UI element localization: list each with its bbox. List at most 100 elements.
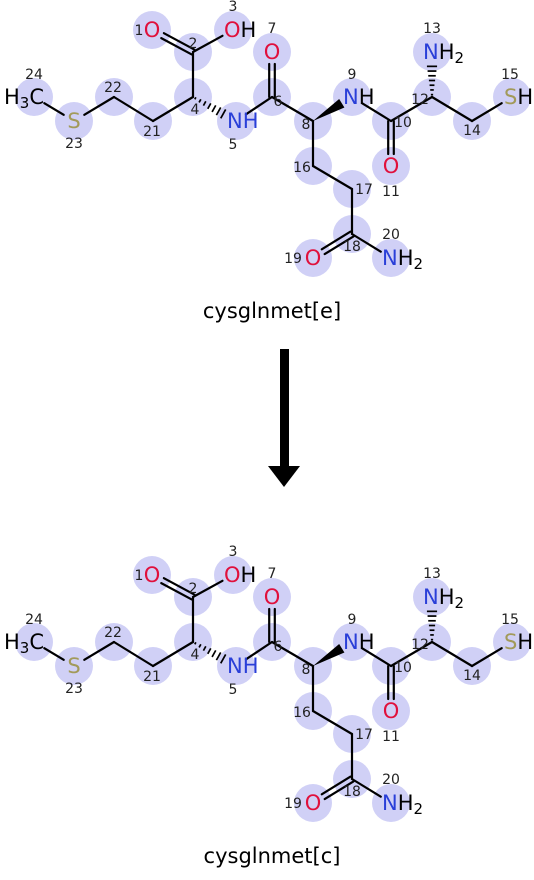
bonds xyxy=(43,32,503,256)
atom-number-12: 12 xyxy=(411,92,429,108)
bond-12-14 xyxy=(430,95,474,123)
atom-symbol-23: S xyxy=(67,109,80,133)
arrow-shaft xyxy=(280,349,289,467)
atom-symbol-11: O xyxy=(383,699,400,723)
bond-8-9 xyxy=(313,644,345,666)
atom-symbol-7: O xyxy=(264,40,281,64)
atom-number-17: 17 xyxy=(355,727,373,743)
down-arrow-icon xyxy=(268,349,300,487)
arrow-head xyxy=(268,466,300,487)
atom-symbol-24: H3C xyxy=(4,85,44,112)
atom-number-3: 3 xyxy=(229,544,238,560)
bond-10-12 xyxy=(389,95,434,123)
atom-highlight-3 xyxy=(214,556,252,594)
bond-16-17 xyxy=(311,164,354,191)
bond-22-23 xyxy=(83,640,116,661)
bond-2-1 xyxy=(160,577,196,601)
atom-highlight-15 xyxy=(493,623,531,661)
bond-10-12 xyxy=(389,640,434,668)
atom-highlight-15 xyxy=(493,78,531,116)
atom-symbol-20: NH2 xyxy=(382,791,423,818)
atom-symbol-5: NH xyxy=(227,654,259,678)
atom-number-6: 6 xyxy=(274,639,283,655)
bonds xyxy=(43,577,503,801)
bond-2-1 xyxy=(160,32,196,56)
atom-number-11: 11 xyxy=(382,184,400,200)
atom-number-4: 4 xyxy=(191,647,200,663)
atom-number-24: 24 xyxy=(25,67,43,83)
bond-10-11 xyxy=(387,119,395,156)
atom-number-15: 15 xyxy=(501,612,519,628)
bond-5-6 xyxy=(244,95,274,116)
bond-4-21 xyxy=(151,95,195,123)
bond-22-23 xyxy=(83,95,116,116)
atom-number-1: 1 xyxy=(135,23,144,39)
atom-number-19: 19 xyxy=(284,251,302,267)
bond-18-20 xyxy=(350,777,382,798)
atom-number-5: 5 xyxy=(229,137,238,153)
atom-highlight-11 xyxy=(372,692,410,730)
atom-number-9: 9 xyxy=(348,612,357,628)
atom-number-14: 14 xyxy=(463,668,481,684)
atom-number-18: 18 xyxy=(343,784,361,800)
atom-number-6: 6 xyxy=(274,94,283,110)
bond-5-6 xyxy=(244,640,274,661)
bond-18-19 xyxy=(320,775,355,801)
atom-highlight-23 xyxy=(55,647,93,685)
atom-symbol-11: O xyxy=(383,154,400,178)
atom-number-16: 16 xyxy=(293,705,311,721)
atom-highlight-13 xyxy=(413,578,451,616)
atom-symbol-20: NH2 xyxy=(382,246,423,273)
bond-12-13 xyxy=(426,65,438,96)
atom-symbol-1: O xyxy=(144,18,161,42)
atom-number-7: 7 xyxy=(268,21,277,37)
atom-number-12: 12 xyxy=(411,637,429,653)
atom-symbol-7: O xyxy=(264,585,281,609)
atom-highlight-23 xyxy=(55,102,93,140)
atom-number-21: 21 xyxy=(143,669,161,685)
atom-number-13: 13 xyxy=(423,21,441,37)
atom-highlight-5 xyxy=(217,102,255,140)
atom-highlight-11 xyxy=(372,147,410,185)
bond-12-14 xyxy=(430,640,474,668)
atom-highlight-7 xyxy=(253,578,291,616)
atom-number-13: 13 xyxy=(423,566,441,582)
bond-4-21 xyxy=(151,640,195,668)
atom-number-19: 19 xyxy=(284,796,302,812)
atom-number-22: 22 xyxy=(104,80,122,96)
atom-number-23: 23 xyxy=(65,136,83,152)
atom-number-14: 14 xyxy=(463,123,481,139)
atom-number-5: 5 xyxy=(229,682,238,698)
bond-12-13 xyxy=(426,610,438,641)
atom-highlight-7 xyxy=(253,33,291,71)
bond-9-10 xyxy=(361,647,393,668)
atom-number-15: 15 xyxy=(501,67,519,83)
bond-9-10 xyxy=(361,102,393,123)
atom-symbol-3: OH xyxy=(224,18,256,42)
atom-number-2: 2 xyxy=(189,581,198,597)
atom-number-10: 10 xyxy=(394,115,412,131)
atom-highlight-24 xyxy=(15,623,53,661)
bond-6-8 xyxy=(270,640,315,668)
atom-number-20: 20 xyxy=(382,227,400,243)
atom-number-11: 11 xyxy=(382,729,400,745)
molecule-caption: cysglnmet[c] xyxy=(204,844,341,868)
atom-number-22: 22 xyxy=(104,625,122,641)
atom-symbol-24: H3C xyxy=(4,630,44,657)
atom-number-3: 3 xyxy=(229,0,238,15)
atom-number-16: 16 xyxy=(293,160,311,176)
atom-symbol-15: SH xyxy=(504,85,533,109)
atom-symbol-19: O xyxy=(305,791,322,815)
atom-symbol-5: NH xyxy=(227,109,259,133)
atom-number-21: 21 xyxy=(143,124,161,140)
atom-highlight-20 xyxy=(372,239,410,277)
atom-number-23: 23 xyxy=(65,681,83,697)
atom-number-7: 7 xyxy=(268,566,277,582)
bond-4-5 xyxy=(194,641,227,664)
atom-number-9: 9 xyxy=(348,67,357,83)
bond-14-15 xyxy=(470,647,503,668)
